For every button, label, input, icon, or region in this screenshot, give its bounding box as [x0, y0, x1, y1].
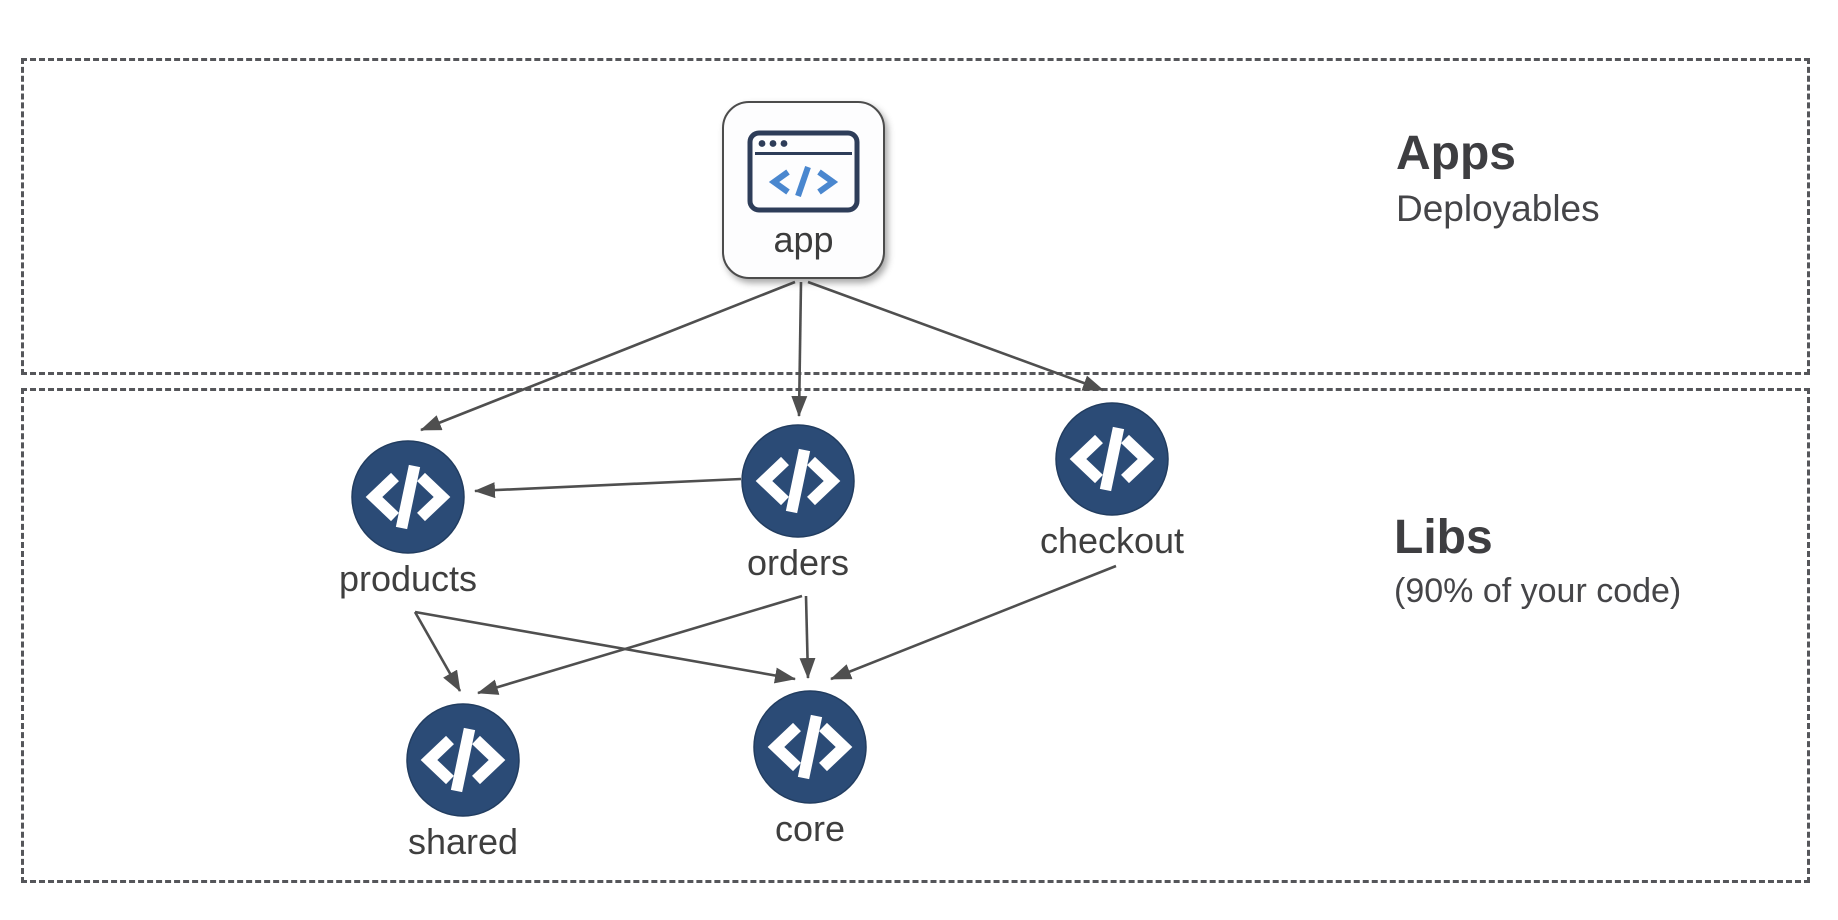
node-shared: shared [406, 703, 520, 860]
node-products: products [339, 440, 477, 597]
browser-window-icon [747, 130, 860, 213]
apps-section-subtitle: Deployables [1396, 187, 1600, 229]
apps-section-title: Apps [1396, 127, 1516, 180]
node-checkout: checkout [1040, 402, 1184, 559]
node-core-label: core [774, 808, 846, 849]
node-app-label: app [773, 219, 834, 260]
libs-section-label: Libs (90% of your code) [1394, 511, 1682, 612]
node-core: core [753, 690, 867, 847]
apps-section-label: Apps Deployables [1396, 127, 1600, 231]
code-icon [351, 440, 465, 554]
libs-section-subtitle: (90% of your code) [1394, 571, 1682, 610]
node-app: app [722, 101, 885, 279]
node-shared-label: shared [407, 821, 519, 862]
code-icon [406, 703, 520, 817]
node-orders: orders [741, 424, 855, 581]
node-orders-label: orders [746, 542, 850, 583]
code-icon [741, 424, 855, 538]
libs-section-box [21, 388, 1810, 883]
code-icon [1055, 402, 1169, 516]
code-icon [753, 690, 867, 804]
node-checkout-label: checkout [1039, 520, 1185, 561]
libs-section-title: Libs [1394, 511, 1493, 564]
node-products-label: products [338, 558, 478, 599]
